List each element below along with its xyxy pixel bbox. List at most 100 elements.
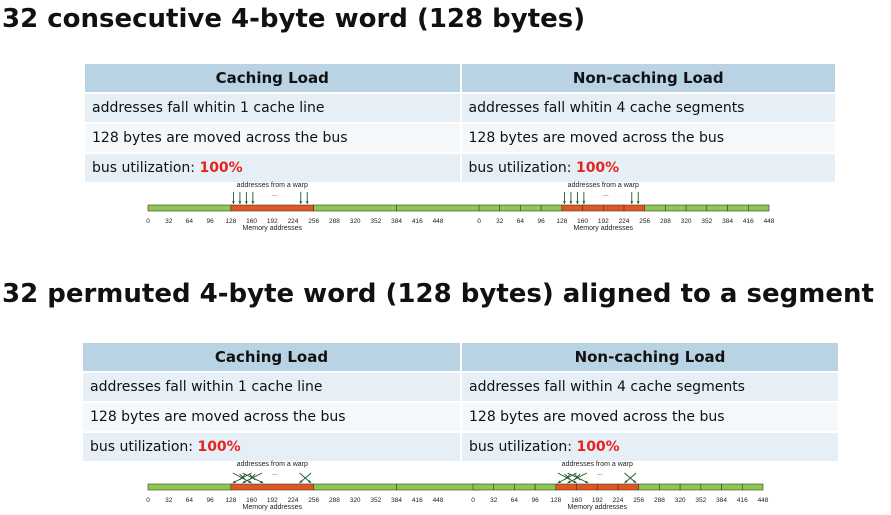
- warp-arrowhead: [299, 201, 303, 204]
- memory-segment: [679, 483, 702, 491]
- tick-label: 352: [370, 497, 381, 504]
- utilization-value: 100%: [197, 439, 241, 455]
- header-caching-load: Caching Load: [83, 343, 462, 372]
- tick-label: 64: [186, 218, 194, 225]
- tick-label: 0: [146, 218, 150, 225]
- tick-label: 288: [654, 497, 665, 504]
- memory-segment: [582, 204, 604, 212]
- axis-label: Memory addresses: [243, 225, 303, 232]
- warp-arrowhead: [582, 201, 586, 204]
- warp-arrowhead: [251, 201, 255, 204]
- tick-label: 96: [207, 218, 215, 225]
- cell-non-caching-bytes: 128 bytes are moved across the bus: [460, 122, 837, 153]
- tick-label: 256: [308, 497, 319, 504]
- warp-arrow: [232, 472, 252, 484]
- warp-label: addresses from a warp: [237, 182, 308, 189]
- comparison-table-consecutive: Caching Load Non-caching Load addresses …: [85, 64, 837, 182]
- warp-arrowhead: [636, 201, 640, 204]
- tick-label: 224: [288, 497, 299, 504]
- header-non-caching-load: Non-caching Load: [460, 64, 837, 93]
- tick-label: 160: [571, 497, 582, 504]
- memory-segment: [499, 204, 521, 212]
- memory-segment: [727, 204, 749, 212]
- cell-non-caching-addresses: addresses fall whitin 4 cache segments: [460, 92, 837, 123]
- memory-segment: [478, 204, 501, 212]
- warp-arrowhead: [299, 480, 303, 483]
- warp-arrowhead: [563, 201, 566, 204]
- utilization-label: bus utilization:: [469, 439, 577, 455]
- utilization-label: bus utilization:: [92, 160, 200, 176]
- tick-label: 160: [577, 218, 588, 225]
- tick-label: 224: [613, 497, 624, 504]
- tick-label: 128: [225, 218, 236, 225]
- tick-label: 448: [764, 218, 775, 225]
- memory-segment: [685, 204, 708, 212]
- warp-ellipsis: ...: [597, 470, 603, 477]
- tick-label: 384: [716, 497, 727, 504]
- memory-segment: [596, 483, 619, 491]
- memory-segment: [741, 483, 764, 491]
- tick-label: 448: [433, 218, 444, 225]
- memory-segment: [644, 204, 666, 212]
- tick-label: 352: [370, 218, 381, 225]
- cell-caching-utilization: bus utilization: 100%: [83, 431, 462, 461]
- tick-label: 320: [350, 218, 361, 225]
- tick-label: 32: [165, 497, 173, 504]
- tick-label: 64: [186, 497, 194, 504]
- tick-label: 192: [598, 218, 609, 225]
- tick-label: 128: [225, 497, 236, 504]
- axis-label: Memory addresses: [568, 504, 628, 511]
- warp-ellipsis: ...: [603, 191, 609, 198]
- utilization-value: 100%: [199, 160, 243, 176]
- warp-arrowhead: [260, 480, 264, 484]
- memory-segment: [659, 483, 681, 491]
- memory-segment: [561, 204, 583, 212]
- memory-segment: [230, 204, 315, 212]
- memory-segment: [534, 483, 557, 491]
- warp-arrowhead: [576, 201, 579, 204]
- tick-label: 160: [246, 218, 257, 225]
- warp-arrow: [567, 472, 588, 484]
- utilization-value: 100%: [576, 439, 620, 455]
- permute-cross: [564, 473, 571, 481]
- utilization-value: 100%: [575, 160, 620, 176]
- memory-segment: [472, 483, 495, 491]
- warp-arrowhead: [308, 480, 312, 483]
- warp-label: addresses from a warp: [568, 182, 639, 189]
- warp-arrowhead: [573, 480, 577, 483]
- tick-label: 288: [329, 497, 340, 504]
- warp-arrowhead: [569, 201, 573, 204]
- warp-ellipsis: ...: [272, 470, 278, 477]
- tick-label: 320: [350, 497, 361, 504]
- cell-caching-addresses: addresses fall whitin 1 cache line: [85, 92, 462, 123]
- axis-label: Memory addresses: [243, 504, 303, 511]
- memory-segment: [396, 483, 480, 491]
- cell-caching-bytes: 128 bytes are moved across the bus: [85, 122, 462, 153]
- tick-label: 448: [758, 497, 769, 504]
- warp-arrowhead: [238, 201, 242, 204]
- warp-ellipsis: ...: [272, 191, 278, 198]
- warp-arrowhead: [624, 480, 628, 483]
- tick-label: 0: [471, 497, 475, 504]
- memory-segment: [721, 483, 743, 491]
- header-non-caching-load: Non-caching Load: [461, 343, 840, 372]
- tick-label: 32: [496, 218, 504, 225]
- tick-label: 288: [660, 218, 671, 225]
- warp-arrowhead: [633, 480, 637, 483]
- tick-label: 416: [412, 497, 423, 504]
- tick-label: 416: [737, 497, 748, 504]
- memory-segment: [555, 483, 577, 491]
- warp-arrowhead: [630, 201, 634, 204]
- tick-label: 128: [556, 218, 567, 225]
- axis-label: Memory addresses: [574, 225, 634, 232]
- tick-label: 352: [701, 218, 712, 225]
- memory-segment: [493, 483, 515, 491]
- warp-label: addresses from a warp: [237, 461, 308, 468]
- tick-label: 320: [675, 497, 686, 504]
- warp-arrow: [242, 472, 263, 484]
- memory-segment: [147, 483, 232, 491]
